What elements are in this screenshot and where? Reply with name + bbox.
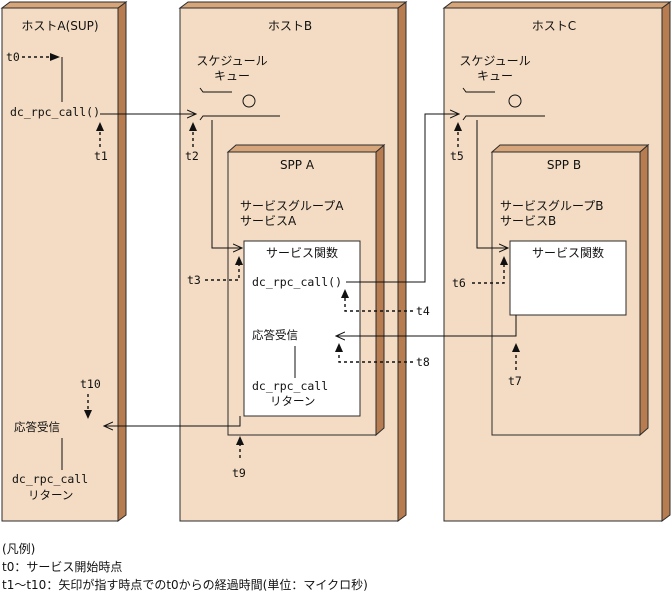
- schedule-queue-b-symbol: [199, 87, 280, 121]
- host-c-title: ホストC: [532, 19, 576, 33]
- t5-arrowhead: [454, 122, 462, 131]
- t7-label: t7: [508, 374, 522, 388]
- schedule-queue-b-label-2: キュー: [214, 69, 250, 83]
- t5-label: t5: [450, 149, 464, 163]
- queue-to-spp-a-arrow: [211, 120, 242, 248]
- t3-arrowhead: [235, 256, 243, 265]
- t6-arrowhead: [500, 256, 508, 265]
- schedule-queue-c-label-2: キュー: [477, 69, 513, 83]
- service-function-label-a: サービス関数: [266, 245, 338, 260]
- rpc-return-label-a-2: リターン: [28, 488, 73, 502]
- response-arrow-spp-a-to-a: [104, 416, 241, 426]
- rpc-return-label-spp-a-2: リターン: [270, 394, 315, 408]
- rpc-call-label-spp-a: dc_rpc_call(): [252, 275, 342, 289]
- request-arrow-spp-a-to-c: [346, 114, 459, 283]
- t4-label: t4: [416, 304, 430, 318]
- legend-line-1: t0：サービス開始時点: [2, 560, 122, 574]
- rpc-return-label-spp-a-1: dc_rpc_call: [252, 379, 328, 393]
- t6-label: t6: [452, 276, 466, 290]
- host-b-title: ホストB: [268, 19, 312, 33]
- spp-b-service-group: サービスグループB: [500, 199, 604, 213]
- t8-arrow: [338, 352, 413, 363]
- queue-to-spp-b-arrow: [476, 120, 508, 248]
- t10-label: t10: [80, 377, 101, 391]
- t4-arrowhead: [341, 289, 349, 298]
- legend-line-2: t1～t10：矢印が指す時点でのt0からの経過時間(単位：マイクロ秒): [2, 577, 368, 592]
- t8-label: t8: [416, 355, 430, 369]
- t2-label: t2: [185, 149, 199, 163]
- spp-a-service: サービスA: [240, 214, 297, 228]
- t10-arrowhead: [84, 410, 92, 419]
- t0-label: t0: [6, 50, 20, 64]
- t0-arrowhead: [50, 53, 60, 61]
- spp-b-service: サービスB: [500, 214, 556, 228]
- service-function-label-b: サービス関数: [532, 245, 604, 260]
- t4-arrow: [344, 296, 413, 312]
- host-a-box: [0, 1, 128, 522]
- t3-label: t3: [187, 273, 201, 287]
- response-receive-label-a: 応答受信: [14, 420, 60, 434]
- rpc-return-label-a-1: dc_rpc_call: [12, 472, 88, 486]
- response-arrow-spp-b-to-spp-a: [336, 315, 517, 336]
- t9-arrowhead: [236, 436, 244, 445]
- rpc-call-label-a: dc_rpc_call(): [10, 105, 100, 119]
- spp-b-title: SPP B: [547, 158, 581, 172]
- response-receive-label-spp-a: 応答受信: [252, 328, 298, 342]
- t9-label: t9: [232, 466, 246, 480]
- legend-heading: (凡例): [2, 542, 35, 556]
- t1-arrowhead: [96, 122, 104, 131]
- host-a-title: ホストA(SUP): [21, 19, 98, 33]
- service-function-box-a: [243, 240, 361, 417]
- schedule-queue-b-label-1: スケジュール: [196, 54, 267, 68]
- t8-arrowhead: [335, 343, 343, 352]
- service-function-box-b: [509, 240, 627, 316]
- t6-arrow: [472, 263, 505, 284]
- spp-a-title: SPP A: [280, 158, 315, 172]
- spp-a-service-group: サービスグループA: [240, 199, 344, 213]
- t7-arrowhead: [512, 343, 520, 352]
- schedule-queue-c-symbol: [462, 87, 545, 121]
- t2-arrowhead: [189, 122, 197, 131]
- schedule-queue-c-label-1: スケジュール: [459, 54, 530, 68]
- t1-label: t1: [94, 149, 108, 163]
